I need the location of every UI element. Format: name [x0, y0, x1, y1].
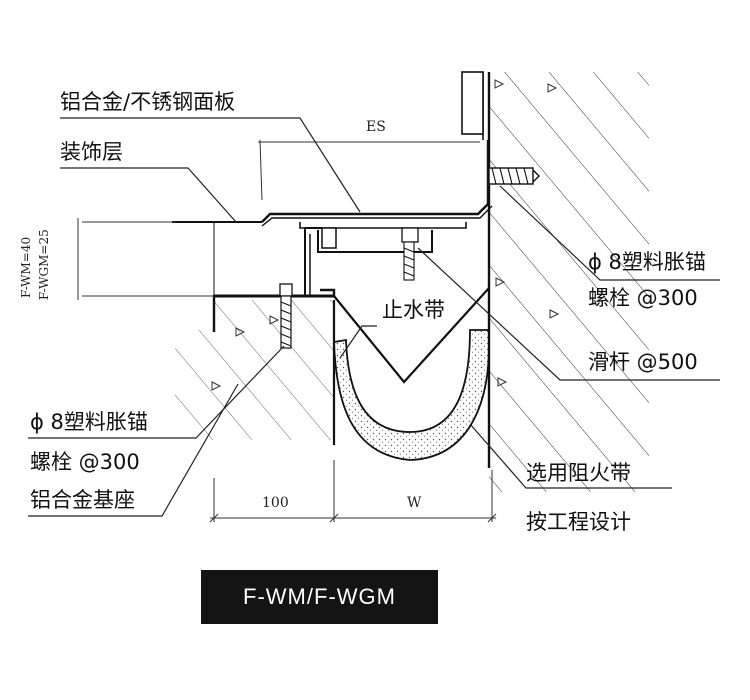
- model-label: F-WM/F-WGM: [201, 570, 438, 624]
- dimension-wgm-25: F-WGM=25: [37, 229, 51, 300]
- right-finish-layer: [461, 71, 484, 135]
- dimension-100: 100: [262, 495, 289, 511]
- fire-barrier: [333, 329, 490, 461]
- label-right-anchor-1: ϕ 8塑料胀锚: [588, 250, 706, 274]
- waterstop: [333, 287, 490, 384]
- dimension-w: W: [407, 495, 422, 511]
- label-decoration-layer: 装饰层: [60, 140, 123, 164]
- label-waterstop: 止水带: [382, 298, 445, 322]
- dimension-lines: [77, 139, 497, 523]
- left-floor-slab: [175, 300, 336, 445]
- decoration-layer: [172, 221, 262, 298]
- base-anchor-bolt: [279, 283, 293, 349]
- slide-channel: [317, 227, 433, 281]
- label-panel: 铝合金/不锈钢面板: [60, 90, 236, 114]
- label-left-anchor-2: 螺栓 @300: [30, 450, 140, 474]
- label-right-anchor-2: 螺栓 @300: [588, 286, 698, 310]
- label-aluminum-base: 铝合金基座: [30, 488, 135, 512]
- label-fire-barrier-1: 选用阻火带: [526, 461, 631, 485]
- label-left-anchor-1: ϕ 8塑料胀锚: [30, 410, 148, 434]
- label-slide-rod: 滑杆 @500: [588, 350, 698, 374]
- dimension-es: ES: [366, 119, 386, 135]
- cover-panel: [261, 140, 493, 229]
- label-fire-barrier-2: 按工程设计: [526, 510, 631, 534]
- dimension-wm-40: F-WM=40: [19, 236, 33, 298]
- leader-lines: [28, 117, 720, 517]
- right-wall: [482, 72, 649, 492]
- wall-anchor-bolt: [488, 167, 540, 185]
